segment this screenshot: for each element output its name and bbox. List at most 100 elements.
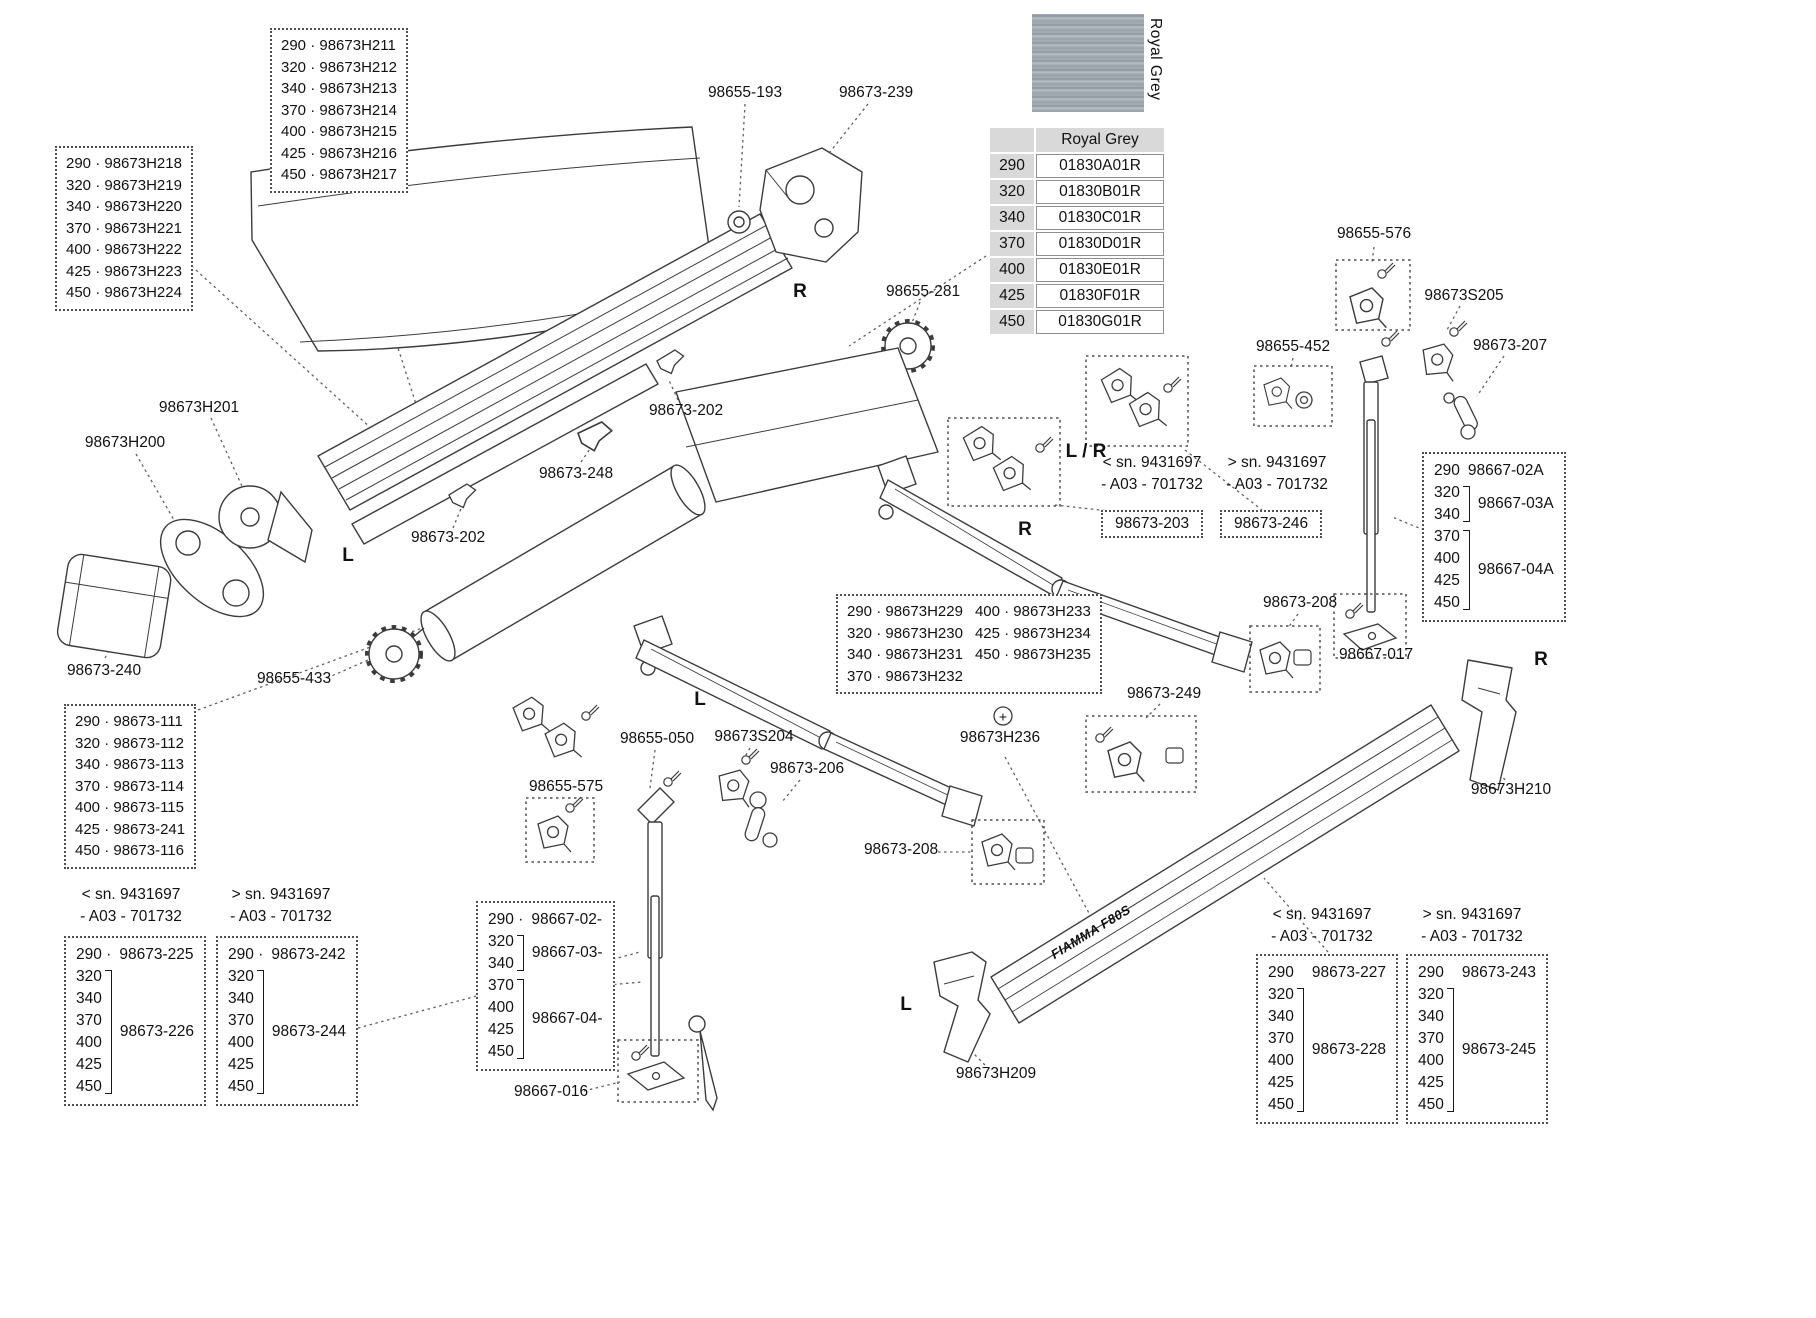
part-number: 98673-245: [1461, 1041, 1536, 1058]
size-value: 425: [1418, 1074, 1444, 1091]
sn-line: > sn. 9431697: [231, 886, 331, 903]
spring-cog-433-drawing: [365, 625, 425, 683]
label-98673S204: 98673S204: [714, 728, 794, 745]
right-leg-drawing: [1359, 330, 1400, 613]
table-row: 450 01830G01R: [990, 310, 1164, 334]
size-value: 290: [1418, 964, 1444, 981]
size-group: 320 340 370 400 425 450 98673-245: [1418, 984, 1536, 1116]
endcap-h209-drawing: [933, 951, 991, 1063]
size-value: 370: [1434, 528, 1460, 545]
list-box-h218: 290 · 98673H218 320 · 98673H219 340 · 98…: [55, 146, 193, 311]
size-value: 290 ·: [76, 946, 112, 963]
table-row: 290 01830A01R: [990, 154, 1164, 178]
label-98655-050: 98655-050: [619, 730, 695, 747]
list-line: 450 · 98673H224: [66, 284, 182, 301]
mount-brackets-lr-drawing: [961, 423, 1054, 497]
label-98655-433: 98655-433: [256, 670, 332, 687]
size-value: 340: [488, 955, 514, 972]
size-value: 320: [228, 968, 254, 985]
label-98673-207: 98673-207: [1472, 337, 1548, 354]
size-value: 400: [76, 1034, 102, 1051]
size-value: 425: [1434, 572, 1460, 589]
part-number: 98667-04-: [531, 1010, 603, 1027]
code-cell: 01830C01R: [1036, 206, 1164, 230]
sn-line: < sn. 9431697: [1102, 454, 1202, 471]
size-value: 450: [1268, 1096, 1294, 1113]
size-box-bottom-right-a: 290 98673-227 320 340 370 400 425 450 98…: [1256, 954, 1398, 1124]
label-98655-575: 98655-575: [528, 778, 604, 795]
sn-note-mid-before: < sn. 9431697 - A03 - 701732: [1101, 452, 1203, 496]
lead-bar-drawing: [990, 704, 1460, 1024]
marker-left-arm: L: [694, 689, 706, 710]
size-cell: 370: [990, 232, 1034, 256]
part-208-bottom-drawing: [981, 833, 1034, 871]
sn-line: < sn. 9431697: [81, 886, 181, 903]
size-value: 450: [488, 1043, 514, 1060]
list-line: 320 · 98673H212: [281, 58, 397, 76]
code-cell: 01830E01R: [1036, 258, 1164, 282]
marker-left-top: L: [342, 545, 354, 566]
plus-connector: +: [993, 706, 1013, 726]
part-number: 98673-225: [119, 946, 194, 963]
size-value: 340: [1418, 1008, 1444, 1025]
size-cell: 425: [990, 284, 1034, 308]
fabric-swatch-image: [1032, 14, 1144, 112]
marker-right-arm: R: [1018, 519, 1032, 540]
part-number: 98667-02-: [531, 911, 603, 928]
list-line: 450 · 98673H217: [281, 166, 397, 183]
sn-line: - A03 - 701732: [80, 908, 182, 925]
size-value: 425: [228, 1056, 254, 1073]
size-value: 290 ·: [228, 946, 264, 963]
size-bracket: [1296, 988, 1304, 1112]
size-group: 370 400 425 450 98667-04A: [1434, 526, 1554, 614]
tensioner-h200-drawing: [159, 518, 265, 618]
size-cell: 400: [990, 258, 1034, 282]
marker-right-top: R: [793, 281, 807, 302]
label-98655-576: 98655-576: [1336, 225, 1412, 242]
label-98673-249: 98673-249: [1126, 685, 1202, 702]
size-value: 340: [76, 990, 102, 1007]
part-number: 98667-04A: [1477, 561, 1554, 578]
table-row: 425 01830F01R: [990, 284, 1164, 308]
size-value: 425: [1268, 1074, 1294, 1091]
table-header-row: Royal Grey: [990, 128, 1164, 152]
list-box-h211: 290 · 98673H211 320 · 98673H212 340 · 98…: [270, 28, 408, 193]
sn-note-bottom-right-after: > sn. 9431697 - A03 - 701732: [1421, 904, 1523, 948]
size-value: 320: [1434, 484, 1460, 501]
list-line: 290 · 98673H229: [847, 603, 963, 620]
sn-note-bottom-right-before: < sn. 9431697 - A03 - 701732: [1271, 904, 1373, 948]
part-number: 98673-244: [271, 1023, 346, 1040]
size-value: 340: [1268, 1008, 1294, 1025]
size-value: 290 ·: [488, 911, 524, 928]
size-group: 320 340 370 400 425 450 98673-244: [228, 966, 346, 1098]
size-bracket: [256, 970, 264, 1094]
left-endcap-240-drawing: [56, 553, 172, 659]
label-98673-206: 98673-206: [769, 760, 845, 777]
list-line: 290 · 98673H211: [281, 37, 396, 54]
sn-note-mid-after: > sn. 9431697 - A03 - 701732: [1226, 452, 1328, 496]
list-line: 370 · 98673-114: [75, 777, 184, 795]
list-line: 340 · 98673-113: [75, 756, 184, 773]
size-value: 450: [76, 1078, 102, 1095]
size-value: 340: [228, 990, 254, 1007]
part-outline-boxes: [525, 259, 1411, 1103]
list-line: 450 · 98673H235: [974, 646, 1091, 663]
size-value: 290: [1268, 964, 1294, 981]
size-value: 370: [228, 1012, 254, 1029]
label-98673H200: 98673H200: [84, 434, 166, 451]
list-line: 320 · 98673H219: [66, 176, 182, 194]
size-bracket: [516, 979, 524, 1059]
part-number: 98667-02A: [1467, 462, 1544, 479]
leg-foot-016-drawing: [626, 1044, 686, 1091]
part-number-box-246: 98673-246: [1220, 510, 1323, 538]
list-line: 340 · 98673H220: [66, 198, 182, 215]
size-box-bottom-left-b: 290 · 98673-242 320 340 370 400 425 450 …: [216, 936, 358, 1106]
size-bracket: [516, 935, 524, 971]
label-98667-017: 98667-017: [1338, 646, 1414, 663]
list-line: 425 · 98673-241: [75, 820, 186, 838]
list-line: 400 · 98673H222: [66, 241, 182, 258]
part-207-drawing: [1443, 392, 1478, 440]
fabric-swatch-label: Royal Grey: [1147, 18, 1164, 101]
left-leg-050-drawing: [637, 770, 682, 1057]
